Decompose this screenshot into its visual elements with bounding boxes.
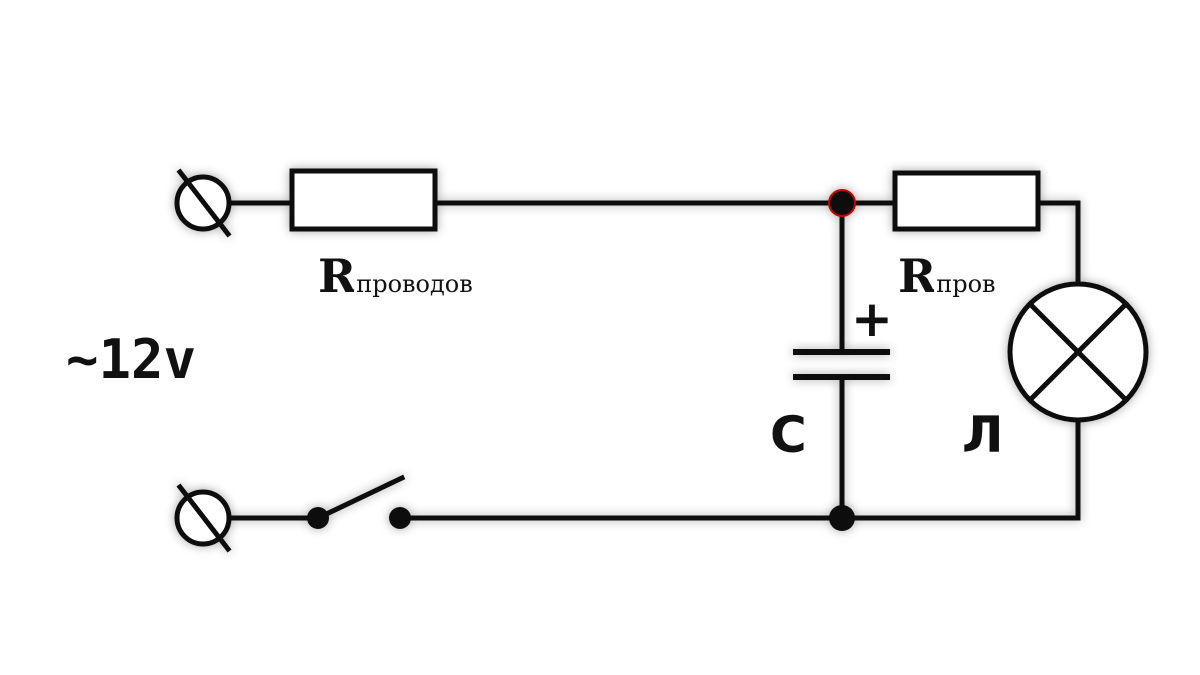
capacitor-polarity-label: + — [851, 290, 893, 348]
junction-node-bottom — [829, 505, 855, 531]
lamp-icon — [1007, 281, 1149, 423]
switch-icon — [307, 474, 411, 529]
resistor-wires-label: Rпроводов — [318, 249, 473, 303]
source-label: ~12v — [66, 328, 196, 391]
bottom-wire — [229, 417, 1081, 521]
resistor-wire-lamp-label-main: R — [898, 249, 937, 303]
capacitor-icon — [793, 349, 890, 380]
resistor-wires-icon — [289, 168, 438, 232]
junction-node-top — [828, 189, 856, 217]
terminal-bottom-icon — [174, 483, 232, 553]
resistor-wire-lamp-label-sub: пров — [936, 270, 995, 298]
resistor-wire-lamp-label: Rпров — [898, 249, 996, 303]
resistor-wires-label-sub: проводов — [356, 270, 473, 298]
resistor-wires-label-main: R — [318, 249, 357, 303]
capacitor-label: C — [770, 406, 807, 464]
lamp-label: Л — [962, 406, 1004, 464]
resistor-wire-lamp-icon — [892, 170, 1041, 232]
terminal-top-icon — [174, 168, 232, 238]
